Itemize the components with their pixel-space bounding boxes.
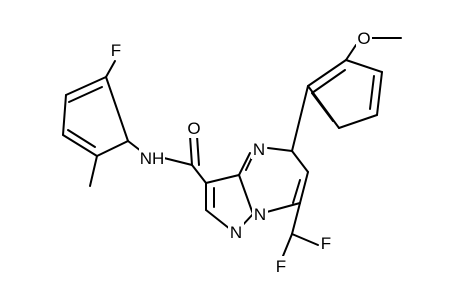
fluorine-atom-label: F — [321, 234, 331, 253]
carbonyl-oxygen-label: O — [187, 119, 200, 138]
fluorine-atom-label: F — [276, 257, 286, 276]
pyrazole-nitrogen-label: N — [230, 223, 242, 242]
amide-nh-label: NH — [140, 149, 165, 168]
atom-labels: F O O NH N N N F F — [108, 28, 372, 276]
fluorine-atom-label: F — [111, 41, 121, 60]
methoxy-oxygen-label: O — [357, 29, 370, 48]
bond-lines — [62, 37, 402, 257]
bridgehead-nitrogen-label: N — [254, 205, 266, 224]
pyrimidine-nitrogen-label: N — [253, 140, 265, 159]
